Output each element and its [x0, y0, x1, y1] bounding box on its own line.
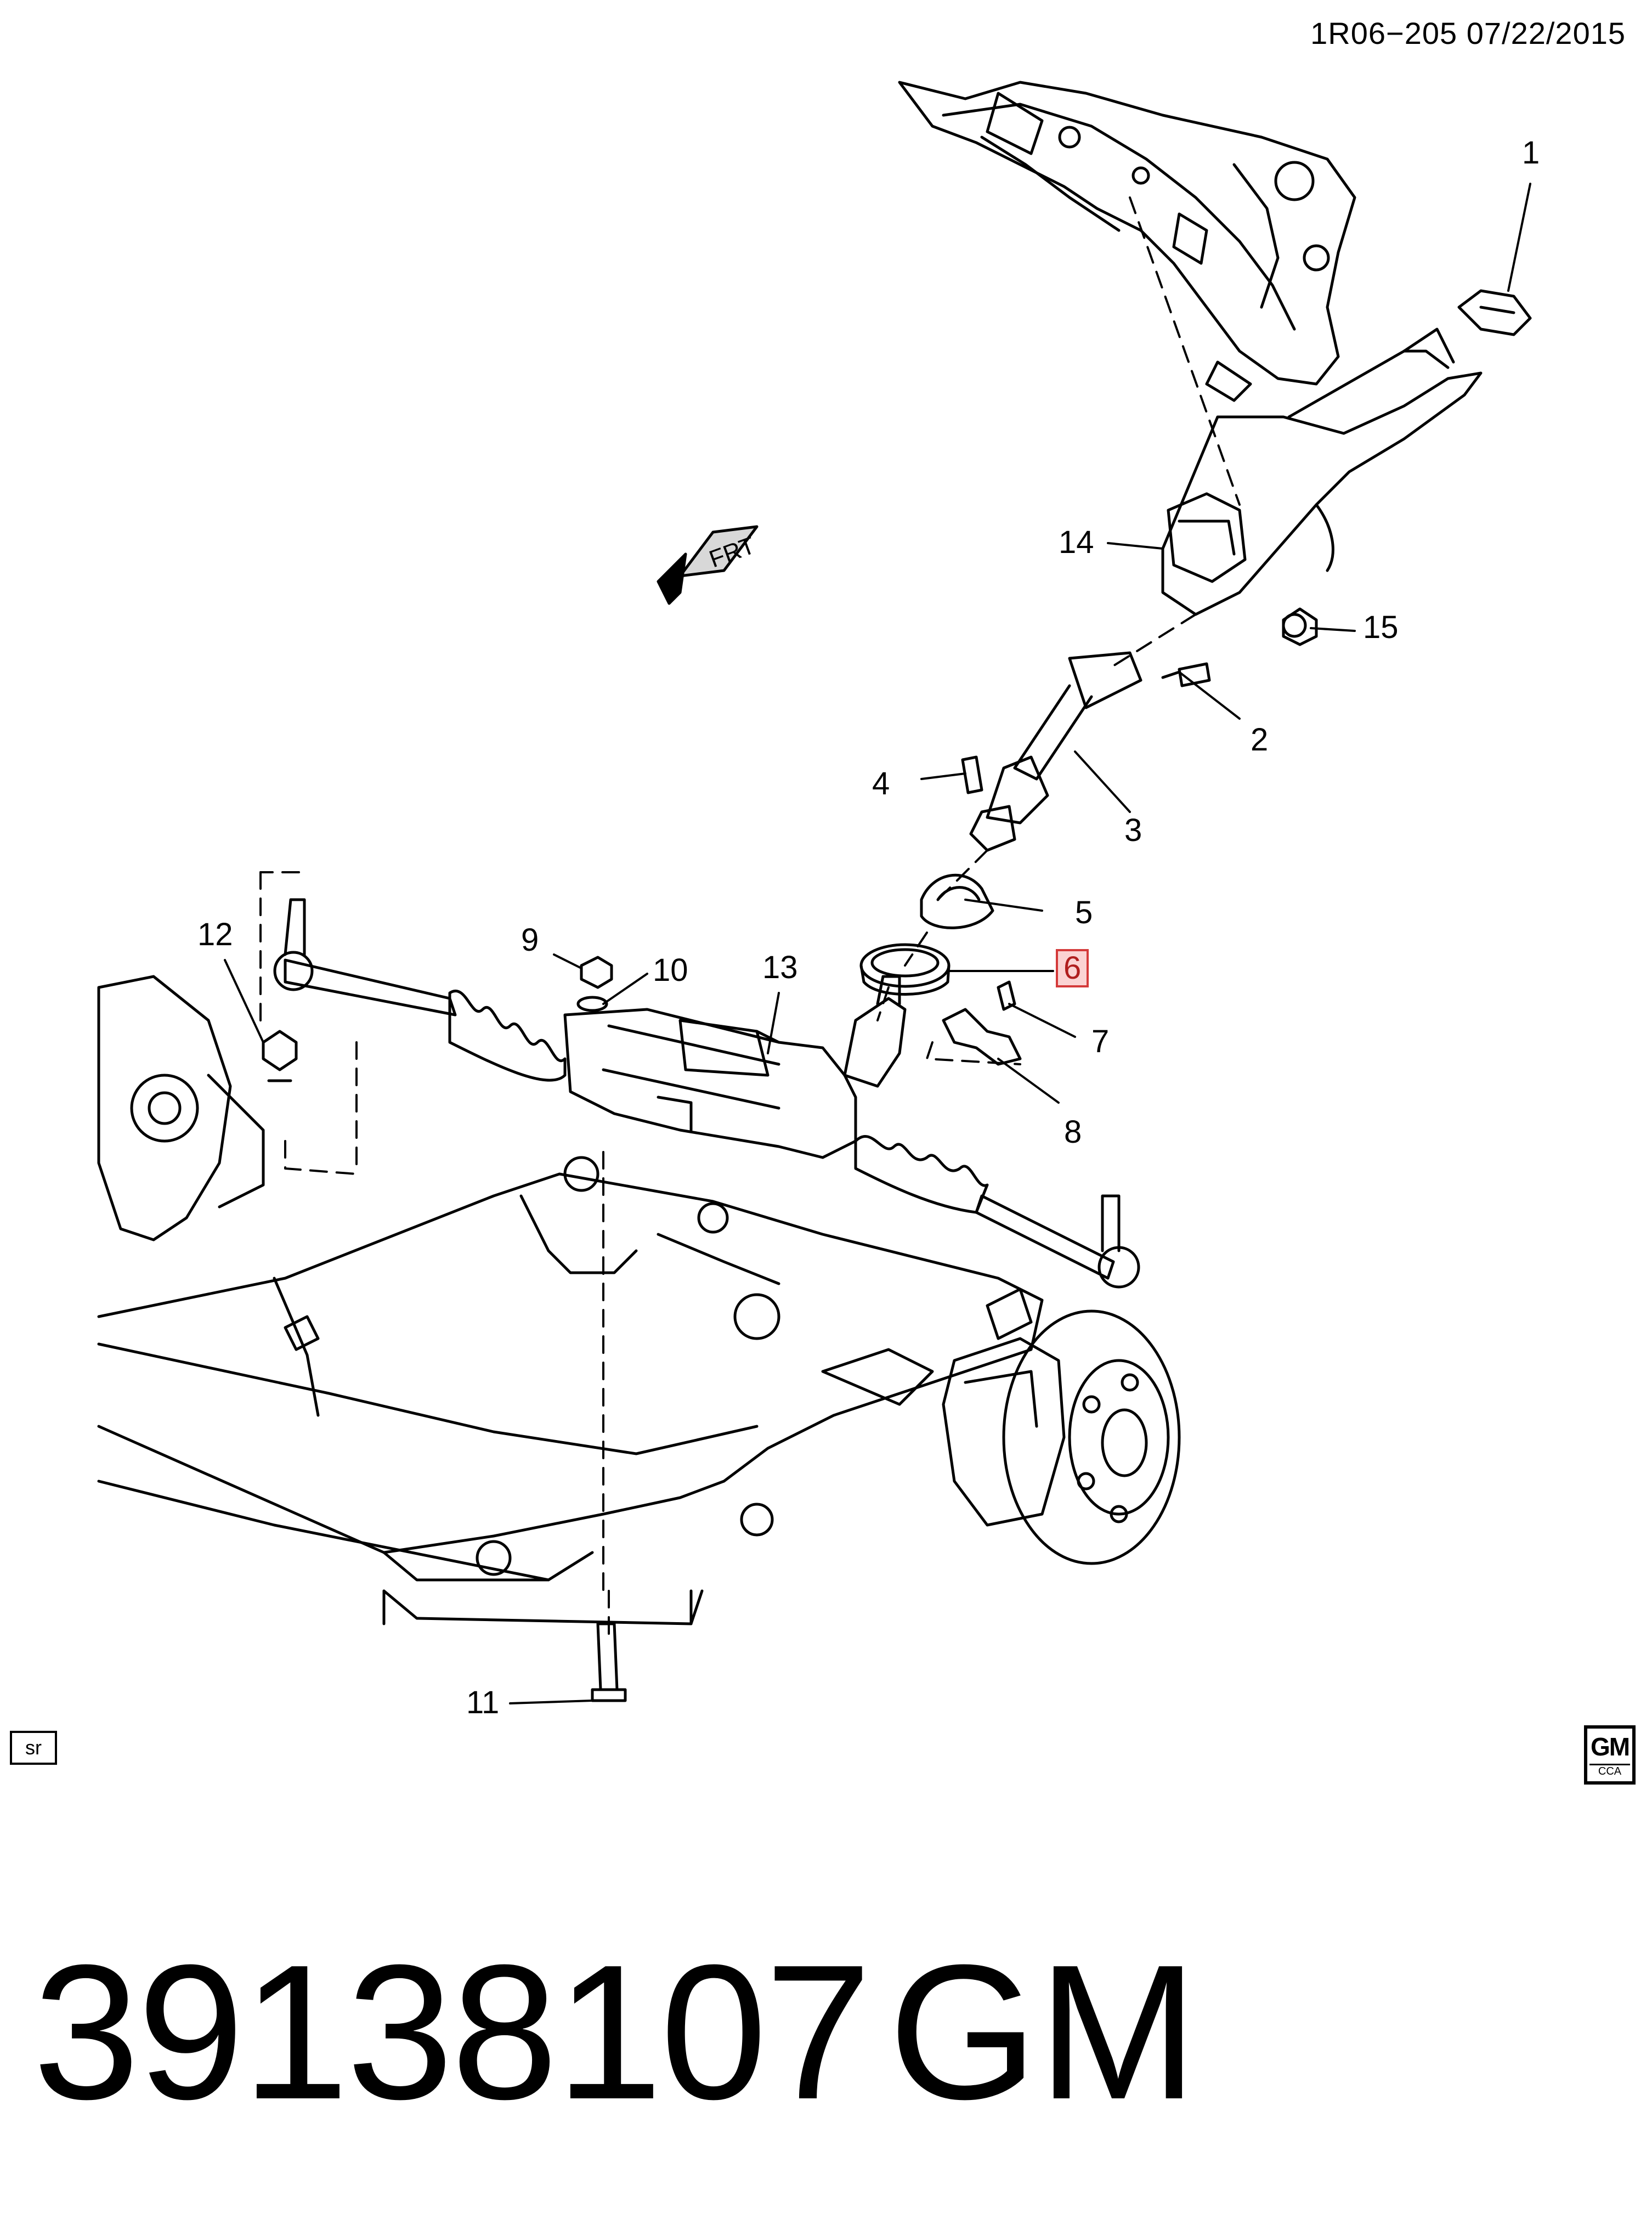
callout-14: 14	[1059, 524, 1094, 560]
body-structure	[898, 81, 1356, 402]
brand-label: GM	[889, 1925, 1198, 2139]
callout-12: 12	[197, 917, 233, 952]
callout-8: 8	[1064, 1114, 1082, 1150]
left-knuckle	[97, 975, 265, 1241]
gm-logo-sub: CCA	[1589, 1764, 1630, 1778]
gear-mount-nut	[576, 956, 613, 1012]
leader-lines	[224, 183, 1531, 1704]
callout-10: 10	[653, 952, 688, 988]
callout-4: 4	[872, 766, 890, 801]
steering-gear	[273, 898, 1140, 1289]
part-number: 39138107	[33, 1925, 872, 2139]
shaft-bolt-upper	[1161, 662, 1211, 687]
front-subframe	[97, 1156, 1044, 1625]
column-bracket	[1457, 289, 1532, 336]
gm-logo-mark: GM	[1590, 1732, 1630, 1761]
callout-3: 3	[1124, 812, 1142, 848]
right-brake-assembly	[942, 1288, 1181, 1565]
pinion-bracket	[942, 980, 1022, 1066]
intermediate-shaft	[969, 651, 1142, 852]
callout-6-highlighted[interactable]: 6	[1056, 949, 1089, 987]
tie-rod-nut-left	[262, 1030, 298, 1082]
callout-5: 5	[1075, 895, 1093, 930]
guide-lines	[259, 196, 1241, 1636]
column-nut	[1282, 607, 1318, 646]
callout-11: 11	[466, 1685, 500, 1720]
gm-cca-logo: GM CCA	[1584, 1725, 1636, 1785]
callout-13: 13	[762, 950, 798, 985]
shaft-seal	[859, 943, 951, 996]
diagram-code-date: 1R06−205 07/22/2015	[1310, 16, 1626, 50]
shaft-bolt-lower	[961, 755, 983, 794]
callout-15: 15	[1363, 609, 1399, 645]
steering-gear-exploded-diagram: FRT	[97, 81, 1532, 1704]
front-direction-arrow	[657, 525, 759, 605]
steering-column	[1161, 328, 1483, 638]
callout-2: 2	[1251, 722, 1269, 758]
subframe-bolt	[591, 1622, 627, 1702]
callout-1: 1	[1522, 135, 1540, 171]
callout-9: 9	[521, 922, 539, 958]
callout-7: 7	[1091, 1024, 1110, 1059]
sr-badge: sr	[10, 1731, 57, 1765]
